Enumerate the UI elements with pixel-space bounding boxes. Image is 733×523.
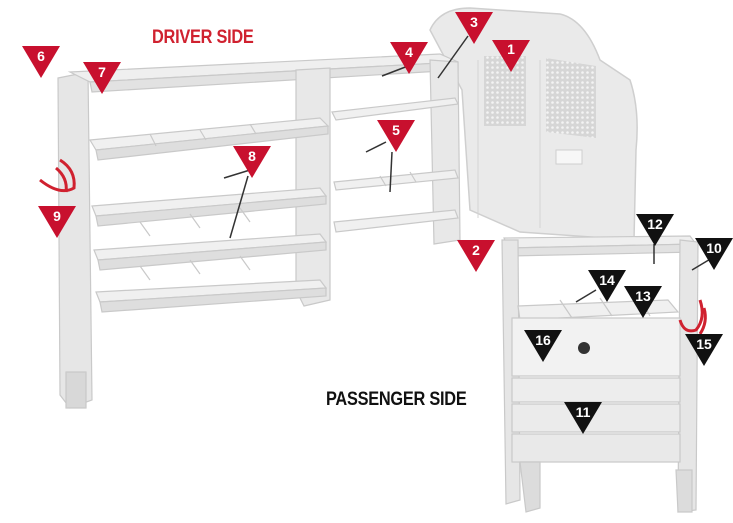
- driver-hook: [39, 158, 76, 193]
- svg-text:3: 3: [470, 14, 478, 30]
- vent-mesh-left: [484, 56, 526, 126]
- vent-mesh-right: [546, 58, 596, 138]
- svg-text:7: 7: [98, 64, 106, 80]
- marker-1: 1: [492, 40, 530, 72]
- passenger-side-shelving: [501, 235, 699, 513]
- marker-10: 10: [695, 238, 733, 270]
- svg-text:9: 9: [53, 208, 61, 224]
- marker-8: 8: [233, 146, 271, 178]
- svg-text:8: 8: [248, 148, 256, 164]
- drawer-lock: [578, 342, 590, 354]
- marker-15: 15: [685, 334, 723, 366]
- marker-4: 4: [390, 42, 428, 74]
- svg-text:1: 1: [507, 41, 515, 57]
- marker-16: 16: [524, 330, 562, 362]
- passenger-side-label: PASSENGER SIDE: [326, 389, 467, 410]
- svg-text:2: 2: [472, 242, 480, 258]
- marker-5: 5: [377, 120, 415, 152]
- svg-text:6: 6: [37, 48, 45, 64]
- partition-label-plate: [555, 149, 583, 165]
- svg-text:14: 14: [599, 272, 615, 288]
- marker-2: 2: [457, 240, 495, 272]
- partition-panel: [429, 7, 638, 241]
- passenger-hook: [678, 299, 707, 335]
- svg-text:16: 16: [535, 332, 551, 348]
- svg-text:15: 15: [696, 336, 712, 352]
- marker-12: 12: [636, 214, 674, 246]
- driver-side-shelving: [57, 53, 461, 409]
- marker-14: 14: [588, 270, 626, 302]
- driver-side-label: DRIVER SIDE: [152, 27, 254, 48]
- svg-text:11: 11: [576, 404, 591, 420]
- leader-lines: [223, 35, 713, 303]
- marker-9: 9: [38, 206, 76, 238]
- svg-text:4: 4: [405, 44, 413, 60]
- marker-6: 6: [22, 46, 60, 78]
- marker-11: 11: [564, 402, 602, 434]
- marker-7: 7: [83, 62, 121, 94]
- marker-3: 3: [455, 12, 493, 44]
- svg-text:12: 12: [647, 216, 663, 232]
- svg-text:5: 5: [392, 122, 400, 138]
- svg-text:10: 10: [706, 240, 722, 256]
- svg-text:13: 13: [635, 288, 651, 304]
- marker-13: 13: [624, 286, 662, 318]
